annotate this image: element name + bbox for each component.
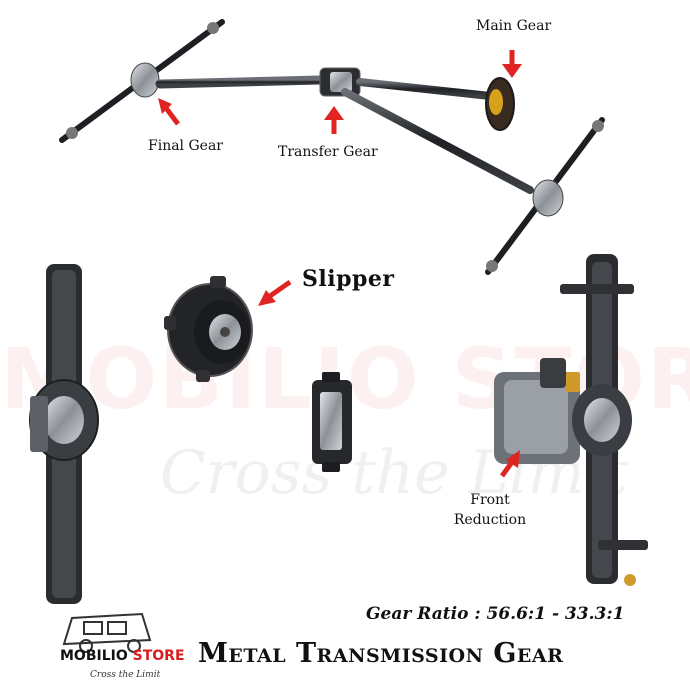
product-title: Metal Transmission Gear — [198, 638, 564, 669]
label-final-gear: Final Gear — [148, 138, 223, 154]
label-front-reduction: Front Reduction — [449, 490, 531, 530]
gear-ratio-text: Gear Ratio : 56.6:1 - 33.3:1 — [366, 604, 625, 624]
label-front-reduction-line1: Front — [470, 492, 510, 508]
top-drivetrain — [59, 19, 605, 275]
brand-name-part2: STORE — [132, 648, 185, 664]
label-main-gear: Main Gear — [476, 18, 552, 34]
brand-name-part1: MOBILIO — [60, 648, 128, 664]
label-slipper: Slipper — [302, 266, 395, 292]
brand-name: MOBILIO STORE — [60, 648, 185, 664]
brand-tagline: Cross the Limit — [90, 670, 161, 680]
brand-logo-jeep — [62, 612, 152, 653]
label-front-reduction-line2: Reduction — [453, 512, 527, 528]
bottom-drivetrain — [29, 254, 648, 604]
label-transfer-gear: Transfer Gear — [278, 144, 378, 160]
callout-arrows — [158, 50, 522, 478]
slipper-clutch — [164, 276, 253, 382]
